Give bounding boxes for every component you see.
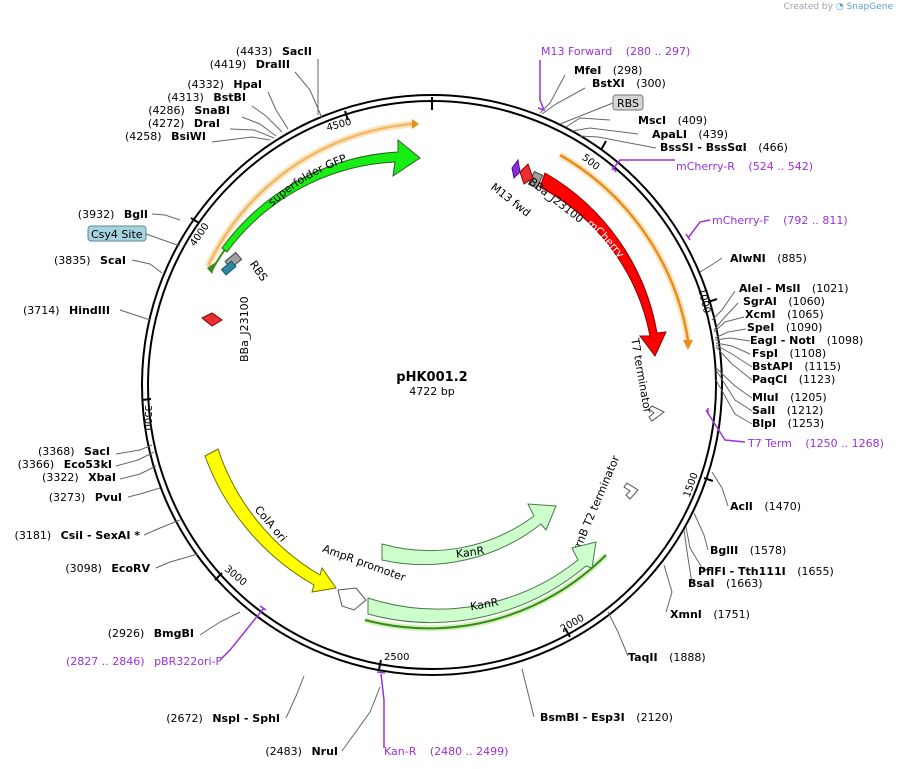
- site-label: BsaI (1663): [688, 577, 763, 590]
- site-label: ApaLI (439): [652, 128, 728, 141]
- rrnb-t2-terminator-label: rrnB T2 terminator: [570, 453, 622, 553]
- tick-label: 3500: [142, 405, 153, 430]
- site-label: (4313) BstBI: [167, 91, 246, 104]
- kanr-label-2: KanR: [469, 596, 500, 614]
- primer-label: T7 Term (1250 .. 1268): [747, 437, 884, 450]
- csy4-site-label-bg: [87, 225, 147, 242]
- site-label: (3181) CsiI - SexAI *: [15, 529, 141, 542]
- m13-fwd-marker: [511, 158, 521, 180]
- rbs-gfp-label: RBS: [247, 258, 270, 283]
- kanr-label-1: KanR: [455, 544, 485, 561]
- credit-brand: SnapGene: [846, 2, 893, 12]
- sites-left: (4433) SacII (4419) DraIII (4332) HpaI (…: [15, 45, 338, 758]
- orange-arc-gfp: [206, 122, 413, 267]
- green-line-kan-inner: [364, 554, 607, 630]
- site-label: (4272) DraI: [148, 117, 220, 130]
- orange-arrowhead: [683, 340, 693, 350]
- kanr-arrow-1: [381, 503, 557, 566]
- mcherry-arrow: [539, 172, 667, 357]
- snapgene-icon: ◔: [835, 2, 844, 12]
- primer-label: (2827 .. 2846) pBR322ori-F: [66, 655, 222, 668]
- site-label: AclI (1470): [730, 500, 801, 513]
- cola-ori-arrow: [204, 448, 337, 593]
- site-label: PflFI - Tth111I (1655): [698, 565, 834, 578]
- rbs-boxed-label: RBS: [617, 97, 639, 110]
- rbs-boxed-label-bg: [612, 94, 644, 111]
- site-label: (4286) SnaBI: [148, 104, 230, 117]
- site-label: BssSI - BssSαI (466): [660, 141, 788, 154]
- green-arrowhead: [207, 262, 216, 274]
- site-label: (4433) SacII: [236, 45, 312, 58]
- leader-lines-left: [115, 59, 381, 752]
- site-label: EagI - NotI (1098): [750, 334, 863, 347]
- orange-arc-mcherry-line: [559, 153, 690, 341]
- site-label: BstXI (300): [592, 77, 666, 90]
- m13-fwd-label: M13 fwd: [488, 181, 533, 220]
- site-label: (4419) DraIII: [210, 58, 290, 71]
- sites-right: MfeI (298) BstXI (300) MscI (409) ApaLI …: [540, 64, 863, 724]
- site-label: SgrAI (1060): [743, 295, 825, 308]
- orange-arc-gfp-glow: [204, 120, 413, 268]
- site-label: (3368) SacI: [38, 445, 110, 458]
- backbone-outer: [141, 94, 723, 676]
- site-label: (3273) PvuI: [49, 491, 122, 504]
- site-label: MluI (1205): [752, 391, 827, 404]
- site-label: XcmI (1065): [745, 308, 824, 321]
- primer-label: M13 Forward (280 .. 297): [541, 45, 690, 58]
- site-label: MfeI (298): [574, 64, 642, 77]
- kanr-arrow-2: [367, 541, 597, 624]
- site-label: AleI - MslI (1021): [739, 282, 849, 295]
- site-label: SalI (1212): [752, 404, 823, 417]
- bba-j23100-left-label: BBa_J23100: [238, 296, 251, 362]
- orange-arrowhead: [412, 119, 419, 129]
- site-label: (3714) HindIII: [23, 304, 110, 317]
- bba-j23100-top-promoter: [519, 163, 534, 185]
- site-label: (3322) XbaI: [42, 471, 116, 484]
- site-label: XmnI (1751): [670, 608, 750, 621]
- site-label: SpeI (1090): [747, 321, 822, 334]
- site-label: AlwNI (885): [730, 252, 807, 265]
- plasmid-length: 4722 bp: [409, 385, 454, 398]
- site-label: BglII (1578): [710, 544, 786, 557]
- site-label: TaqII (1888): [628, 651, 706, 664]
- site-label: (2483) NruI: [265, 745, 338, 758]
- tick-label: 1000: [695, 287, 712, 314]
- rbs-boxed-leader: [559, 102, 614, 125]
- superfolder-gfp-arrow: [221, 138, 421, 253]
- site-label: BlpI (1253): [752, 417, 824, 430]
- rrnb-t2-terminator-arrow: [623, 482, 639, 500]
- credit-prefix: Created by: [783, 2, 833, 12]
- csy4-leader: [145, 233, 181, 247]
- site-label: BsmBI - Esp3I (2120): [540, 711, 673, 724]
- site-label: (2672) NspI - SphI: [166, 712, 280, 725]
- plasmid-name: pHK001.2: [396, 370, 467, 385]
- site-label: PaqCI (1123): [752, 373, 835, 386]
- primer-label: mCherry-R (524 .. 542): [676, 160, 813, 173]
- bba-j23100-left-promoter: [201, 312, 223, 327]
- primer-label: mCherry-F (792 .. 811): [712, 214, 848, 227]
- leader-lines-right: [521, 74, 753, 718]
- site-label: BstAPI (1115): [752, 360, 841, 373]
- site-label: (3366) Eco53kI: [18, 458, 112, 471]
- site-label: (4258) BsiWI: [125, 130, 206, 143]
- tick-label: 2500: [384, 652, 409, 663]
- primer-labels: M13 Forward (280 .. 297) mCherry-R (524 …: [66, 45, 884, 758]
- site-label: (4332) HpaI: [187, 78, 262, 91]
- t7-terminator-arrow: [648, 405, 665, 422]
- site-label: (3932) BglI: [78, 208, 148, 221]
- ampr-promoter-arrow: [337, 587, 367, 611]
- csy4-site-label: Csy4 Site: [91, 228, 143, 241]
- site-label: FspI (1108): [752, 347, 826, 360]
- site-label: (3835) ScaI: [54, 254, 126, 267]
- tick-label: 3000: [222, 564, 249, 589]
- gfp-terminator-box: [220, 260, 237, 276]
- primer-markers: [219, 60, 746, 748]
- site-label: (3098) EcoRV: [65, 562, 150, 575]
- site-label: (2926) BmgBI: [108, 627, 194, 640]
- primer-label: Kan-R (2480 .. 2499): [384, 745, 508, 758]
- snapgene-credit: Created by ◔ SnapGene: [783, 2, 893, 12]
- site-label: MscI (409): [638, 114, 707, 127]
